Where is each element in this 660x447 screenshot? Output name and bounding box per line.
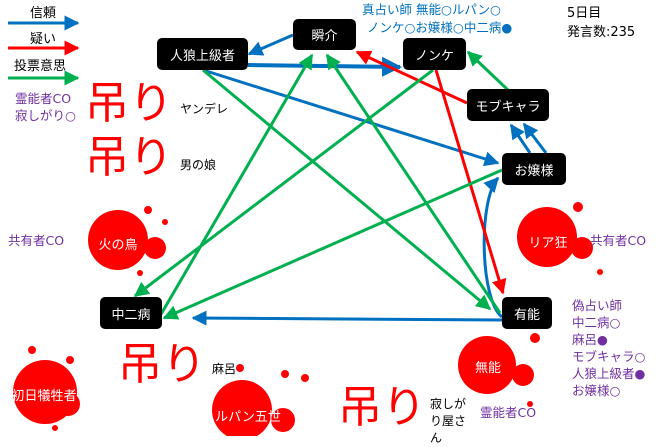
trust-arrow-ojousama-to-mob-2: [522, 122, 548, 154]
trust-arrow-yuunou-to-ojousama: [482, 176, 504, 319]
fake-seer-note-line: 偽占い師: [572, 298, 623, 313]
seer-note-line: ノンケ○お嬢様○中二病●: [367, 20, 513, 35]
node-chuuni[interactable]: 中二病: [100, 297, 162, 329]
post-count: 発言数:235: [567, 25, 636, 40]
hanged-label: 吊り: [85, 132, 173, 183]
vote-arrow-jinro-to-yuunou: [202, 68, 492, 311]
blood-splats: [13, 202, 603, 436]
fake-seer-note-line: 麻呂●: [572, 332, 608, 347]
hanged-label: 吊り: [338, 382, 426, 433]
dead-node-lupin[interactable]: ルパン五世: [215, 409, 281, 425]
doubt-arrow-nonke-to-yuunou: [434, 69, 507, 295]
seer-note-line: 真占い師 無能○ルパン○: [362, 2, 501, 17]
co-label-riakyou: 共有者CO: [590, 233, 647, 248]
vote-arrow-chuuni-to-shunsuke: [158, 53, 314, 317]
node-jinro[interactable]: 人狼上級者: [157, 38, 248, 70]
dead-node-shonichi[interactable]: 初日犠牲者: [11, 388, 77, 404]
trust-arrow-shunsuke-to-jinro: [247, 33, 294, 56]
node-ojousama[interactable]: お嬢様: [502, 153, 566, 185]
trust-arrow-ojousama-to-mob-1: [509, 123, 532, 154]
vote-arrow-mob-to-nonke: [466, 50, 510, 92]
dead-node-hinotori[interactable]: 火の鳥: [98, 237, 138, 253]
fake-seer-note-line: お嬢様○: [572, 383, 621, 398]
dead-player-otokonoko: 男の娘: [180, 158, 217, 172]
dead-node-riakyou[interactable]: リア狂: [528, 235, 568, 251]
node-mob[interactable]: モブキャラ: [467, 89, 549, 121]
vote-arrow-nonke-to-chuuni: [133, 68, 434, 298]
co-label-hinotori: 共有者CO: [8, 233, 65, 248]
trust-arrow-yuunou-to-chuuni: [191, 310, 503, 326]
medium-note-left: 霊能者CO 寂しがり○: [15, 90, 76, 124]
doubt-arrow-mob-to-shunsuke: [355, 50, 468, 105]
node-yuunou[interactable]: 有能: [502, 297, 552, 329]
seer-note: 真占い師 無能○ルパン○ ノンケ○お嬢様○中二病●: [362, 1, 512, 37]
medium-note-line: 寂しがり○: [15, 108, 76, 123]
fake-seer-note: 偽占い師 中二病○ 麻呂● モブキャラ○ 人狼上級者● お嬢様○: [572, 297, 645, 399]
dead-player-sabishigari: 寂しがり屋さん: [430, 397, 467, 445]
dead-node-munou[interactable]: 無能: [474, 360, 501, 376]
legend-doubt-label: 疑い: [30, 32, 57, 47]
fake-seer-note-line: モブキャラ○: [572, 349, 646, 364]
game-info: 5日目発言数:235: [567, 4, 635, 42]
medium-note-line: 霊能者CO: [15, 91, 72, 106]
co-label-munou: 霊能者CO: [480, 405, 537, 420]
vote-arrow-ojousama-to-chuuni: [162, 168, 503, 320]
dead-player-maro: 麻呂: [212, 362, 237, 376]
vote-arrow-yuunou-to-shunsuke: [325, 53, 502, 314]
day-label: 5日目: [567, 6, 602, 21]
trust-arrow-jinro-to-nonke: [247, 56, 402, 77]
dead-player-yandere: ヤンデレ: [180, 102, 229, 116]
legend-vote-label: 投票意思: [14, 59, 67, 74]
diagram-canvas: [8, 15, 603, 436]
fake-seer-note-line: 人狼上級者●: [572, 366, 646, 381]
fake-seer-note-line: 中二病○: [572, 315, 621, 330]
legend-trust-label: 信頼: [30, 6, 57, 21]
node-shunsuke[interactable]: 瞬介: [293, 19, 356, 50]
node-nonke[interactable]: ノンケ: [403, 38, 466, 70]
hanged-label: 吊り: [85, 78, 173, 129]
trust-arrow-jinro-to-ojousama: [202, 68, 500, 167]
hanged-label: 吊り: [118, 339, 206, 390]
